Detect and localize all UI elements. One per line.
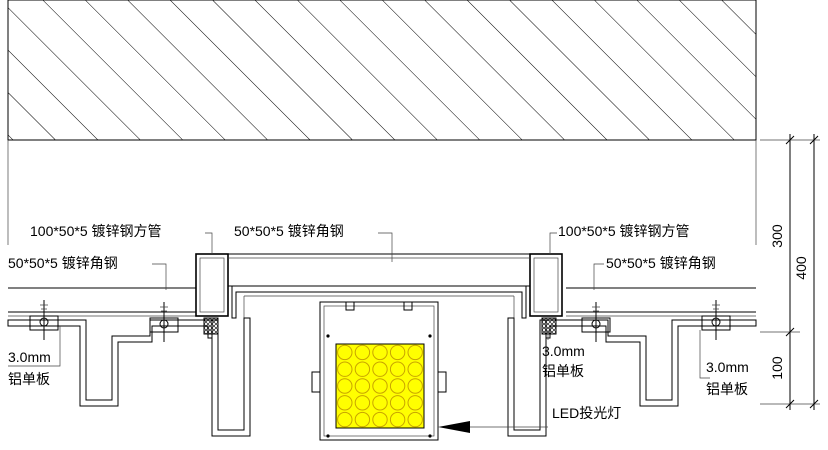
label-angle-top: 50*50*5 镀锌角钢 [234,223,344,239]
led-emitter [354,411,371,428]
led-emitter [407,344,423,361]
dimension-lines [760,134,820,410]
side-extension-lines [7,140,757,245]
dimension-400: 400 [793,256,809,280]
led-emitter [337,361,353,377]
led-emitter [389,395,406,411]
label-panel-left-thickness: 3.0mm [8,349,51,365]
led-emitter [337,411,353,428]
led-emitter [372,395,388,411]
sealant-right [541,317,557,335]
led-emitter [354,395,371,411]
clip-left-1 [29,300,59,340]
led-emitter [354,344,371,361]
led-emitter [372,378,388,394]
led-flood-light [311,301,447,441]
dimension-100: 100 [769,356,785,380]
label-angle-left: 50*50*5 镀锌角钢 [8,255,118,271]
led-emitter [354,361,371,377]
dimension-300: 300 [769,224,785,248]
led-emitter [389,411,406,428]
label-tube-right: 100*50*5 镀锌钢方管 [558,223,690,239]
angle-runner-right [566,287,756,317]
led-emitter [389,344,406,361]
steel-tube-right [529,253,563,317]
led-cells [337,344,423,428]
led-panel [335,343,425,429]
label-panel-mid-material: 铝单板 [542,363,584,379]
led-emitter [407,411,423,428]
led-emitter [337,378,353,394]
led-emitter [372,344,388,361]
led-emitter [372,411,388,428]
angle-frame-around-light [231,285,527,319]
led-emitter [389,378,406,394]
angle-runner-left [8,287,196,317]
label-tube-left: 100*50*5 镀锌钢方管 [30,223,162,239]
led-emitter [372,361,388,377]
sealant-left [203,317,219,335]
led-emitter [407,395,423,411]
label-led-light: LED投光灯 [552,405,621,421]
clip-right-2 [701,300,731,340]
led-emitter [337,344,353,361]
label-panel-left-material: 铝单板 [8,371,50,387]
clip-left-2 [149,302,179,342]
label-panel-right-material: 铝单板 [706,381,748,397]
led-emitter [407,378,423,394]
label-angle-right: 50*50*5 镀锌角钢 [606,255,716,271]
label-panel-right-thickness: 3.0mm [706,359,749,375]
steel-tube-left [195,253,229,317]
led-emitter [407,361,423,377]
led-emitter [354,378,371,394]
angle-steel-top [227,253,531,287]
concrete-slab [7,0,757,141]
led-emitter [389,361,406,377]
leader-lines [8,232,710,433]
clip-right-1 [581,302,611,342]
led-emitter [337,395,353,411]
label-panel-mid-thickness: 3.0mm [542,343,585,359]
